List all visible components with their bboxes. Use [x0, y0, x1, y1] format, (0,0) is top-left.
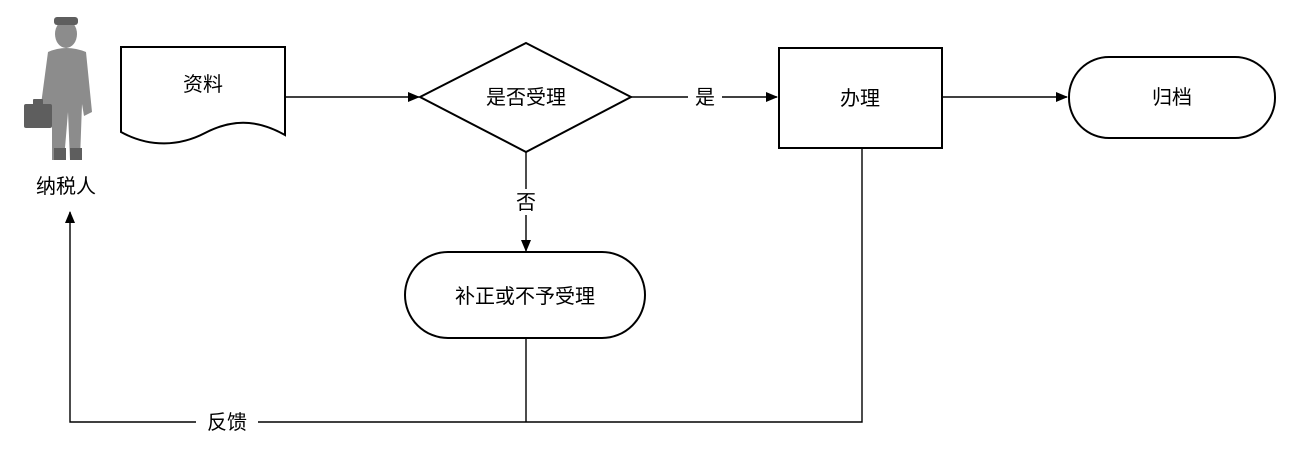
archive-label: 归档	[1152, 85, 1192, 109]
archive-node	[1068, 56, 1276, 139]
yes-edge-label: 是	[695, 85, 715, 109]
process-node	[778, 47, 943, 149]
businessman-icon	[24, 17, 92, 160]
edge-feedback-to-actor	[65, 211, 526, 423]
process-label: 办理	[840, 86, 880, 110]
reject-label: 补正或不予受理	[455, 284, 595, 308]
no-edge-label: 否	[516, 190, 536, 214]
materials-document-node	[120, 46, 286, 145]
feedback-edge-label: 反馈	[207, 410, 247, 434]
decision-label: 是否受理	[486, 85, 566, 109]
edge-process-feedback	[526, 148, 863, 423]
materials-label: 资料	[183, 72, 223, 96]
actor-label: 纳税人	[36, 174, 96, 198]
reject-node	[404, 251, 646, 339]
